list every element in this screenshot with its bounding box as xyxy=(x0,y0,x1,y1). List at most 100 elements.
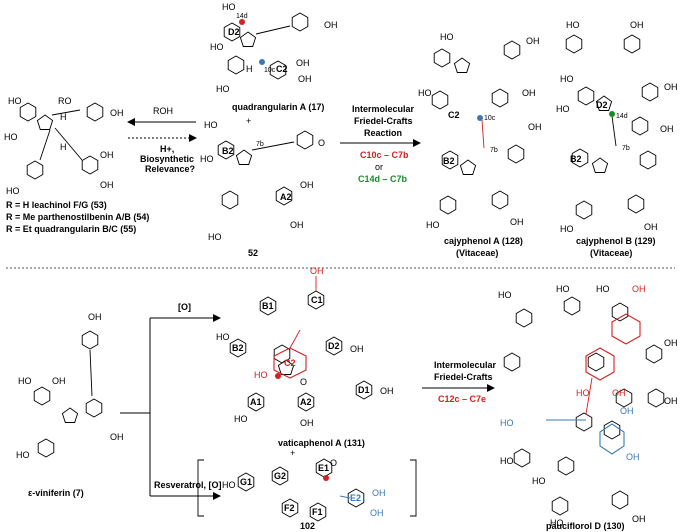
svg-text:HO: HO xyxy=(556,284,570,294)
svg-text:HO: HO xyxy=(560,74,574,84)
label-vaticaphenol: vaticaphenol A (131) xyxy=(278,438,365,448)
ring-c1: C1 xyxy=(311,295,323,305)
ring-a2: A2 xyxy=(300,397,312,407)
svg-text:OH: OH xyxy=(300,418,314,428)
svg-text:OH: OH xyxy=(110,432,124,442)
ox-label: [O] xyxy=(178,302,191,312)
fc-label-3: Reaction xyxy=(364,128,402,138)
svg-text:HO: HO xyxy=(222,2,236,12)
svg-text:OH: OH xyxy=(664,338,678,348)
option-c14d: C14d – C7b xyxy=(358,174,408,184)
svg-text:OH: OH xyxy=(526,36,540,46)
svg-text:OH: OH xyxy=(632,284,646,294)
svg-text:O: O xyxy=(330,458,337,468)
viniferin-structure: OH HO OH HO OH xyxy=(16,312,124,460)
fc2-bond: C12c – C7e xyxy=(438,394,486,404)
label-pauciflorol: pauciflorol D (130) xyxy=(546,521,625,531)
pos-10c-p1: 10c xyxy=(484,115,496,122)
svg-text:HO: HO xyxy=(200,154,214,164)
svg-text:OH: OH xyxy=(644,222,658,232)
svg-text:HO: HO xyxy=(576,388,590,398)
svg-text:OH: OH xyxy=(612,388,626,398)
svg-text:HO: HO xyxy=(500,456,514,466)
svg-text:HO: HO xyxy=(6,186,20,196)
ring-d1: D1 xyxy=(358,385,370,395)
fc-label-1: Intermolecular xyxy=(352,104,415,114)
ring-f2: F2 xyxy=(284,503,295,513)
svg-text:HO: HO xyxy=(210,42,224,52)
ring-g1: G1 xyxy=(240,477,252,487)
quadrangularin-structure: HO OH HO HO OH OH H xyxy=(210,2,338,94)
branch-arrows xyxy=(120,314,221,500)
svg-text:HO: HO xyxy=(222,480,236,490)
pos-7b-p1: 7b xyxy=(490,147,498,154)
svg-text:HO: HO xyxy=(208,232,222,242)
svg-text:OH: OH xyxy=(100,180,114,190)
product-line-1: R = H leachinol F/G (53) xyxy=(6,200,107,210)
svg-text:HO: HO xyxy=(566,20,580,30)
svg-text:OH: OH xyxy=(630,20,644,30)
plus-bottom: + xyxy=(290,448,295,458)
svg-text:RO: RO xyxy=(58,96,72,106)
pos-14d-p2: 14d xyxy=(616,113,628,120)
fc2-label-1: Intermolecular xyxy=(434,360,497,370)
option-or: or xyxy=(375,162,383,172)
ring-b2-52: B2 xyxy=(222,146,234,156)
ring-b2-p1: B2 xyxy=(443,156,455,166)
resv-label: Resveratrol, [O] xyxy=(154,480,222,490)
pos-7b-52: 7b xyxy=(256,141,264,148)
svg-text:O: O xyxy=(300,377,307,387)
cajyphenol-a-structure: HO OH HO OH OH HO OH xyxy=(418,32,542,230)
ring-c2: C2 xyxy=(276,64,288,74)
ring-f1: F1 xyxy=(312,507,323,517)
svg-text:OH: OH xyxy=(528,122,542,132)
svg-text:HO: HO xyxy=(234,414,248,424)
product-line-2: R = Me parthenostilbenin A/B (54) xyxy=(6,212,149,222)
svg-text:H: H xyxy=(60,142,67,152)
svg-text:HO: HO xyxy=(216,84,230,94)
svg-text:OH: OH xyxy=(370,508,384,518)
fc2-label-2: Friedel-Crafts xyxy=(434,372,493,382)
svg-text:OH: OH xyxy=(632,514,646,524)
svg-text:HO: HO xyxy=(418,88,432,98)
svg-text:HO: HO xyxy=(498,290,512,300)
option-c10c: C10c – C7b xyxy=(360,150,409,160)
label-viniferin: ε-viniferin (7) xyxy=(28,488,84,498)
ring-c2-p1: C2 xyxy=(448,110,460,120)
ring-d2: D2 xyxy=(228,27,240,37)
svg-text:H: H xyxy=(246,64,253,74)
leachinol-structure: HO RO OH HO HO OH OH H H xyxy=(4,96,124,196)
product-line-3: R = Et quadrangularin B/C (55) xyxy=(6,224,136,234)
svg-text:OH: OH xyxy=(522,88,536,98)
svg-text:OH: OH xyxy=(510,217,524,227)
ring-e1: E1 xyxy=(318,463,329,473)
ring-a1: A1 xyxy=(250,397,262,407)
svg-text:OH: OH xyxy=(290,220,304,230)
arrow-roh-label: ROH xyxy=(153,106,173,116)
svg-text:H: H xyxy=(60,112,67,122)
svg-text:OH: OH xyxy=(100,150,114,160)
svg-text:OH: OH xyxy=(664,396,678,406)
label-102: 102 xyxy=(300,521,315,531)
svg-text:OH: OH xyxy=(310,266,324,276)
svg-text:O: O xyxy=(318,138,325,148)
svg-text:HO: HO xyxy=(204,120,218,130)
svg-text:HO: HO xyxy=(254,370,268,380)
ring-d2: D2 xyxy=(328,341,340,351)
label-quadrangularin: quadrangularin A (17) xyxy=(232,102,324,112)
svg-text:OH: OH xyxy=(626,452,640,462)
svg-text:HO: HO xyxy=(16,450,30,460)
svg-text:HO: HO xyxy=(216,332,230,342)
svg-text:HO: HO xyxy=(532,476,546,486)
family-cajyphenol-b: (Vitaceae) xyxy=(590,248,632,258)
svg-text:OH: OH xyxy=(372,488,386,498)
svg-text:HO: HO xyxy=(426,220,440,230)
ring-d2-p2: D2 xyxy=(596,100,608,110)
svg-text:OH: OH xyxy=(664,82,678,92)
svg-text:OH: OH xyxy=(660,124,674,134)
svg-text:HO: HO xyxy=(4,132,18,142)
svg-text:OH: OH xyxy=(324,20,338,30)
arrow-biosynthetic-label-2: Biosynthetic xyxy=(140,154,194,164)
pauciflorol-structure: HO HO HO OH OH HO OH HO OH OH OH HO HO O… xyxy=(498,284,678,528)
